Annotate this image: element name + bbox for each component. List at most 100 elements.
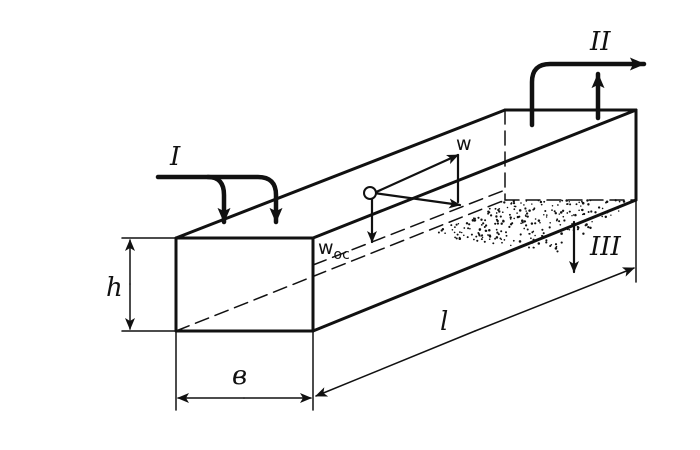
- outlet-flow-arrow-main: [529, 57, 647, 128]
- sediment-dot: [485, 229, 488, 232]
- sediment-dot: [563, 219, 566, 222]
- sediment-dot: [467, 227, 470, 230]
- sediment-dot: [553, 210, 556, 213]
- sediment-dot: [465, 222, 469, 225]
- sediment-dot: [594, 211, 597, 214]
- sediment-dot: [581, 201, 585, 205]
- sediment-dot: [619, 204, 622, 207]
- sediment-dot: [566, 228, 569, 231]
- sediment-dot: [616, 207, 619, 210]
- sediment-dot: [523, 204, 525, 206]
- sediment-dot: [497, 233, 500, 236]
- sediment-dot: [582, 232, 585, 235]
- settled-stream: III: [569, 220, 622, 274]
- sediment-dot: [618, 200, 621, 203]
- sediment-dot: [509, 218, 512, 220]
- sediment-dot: [483, 240, 486, 243]
- sediment-dot: [503, 201, 506, 204]
- sediment-dot: [534, 222, 537, 225]
- sediment-dot: [484, 219, 487, 222]
- sediment-dot: [474, 217, 476, 220]
- sediment-dot: [548, 226, 551, 229]
- sediment-dot: [478, 229, 481, 231]
- sediment-dot: [571, 223, 574, 225]
- sediment-dot: [514, 205, 517, 208]
- sediment-dot: [544, 209, 547, 213]
- sediment-dot: [505, 234, 508, 237]
- sediment-dot: [472, 238, 475, 241]
- sediment-dot: [543, 200, 546, 203]
- sediment-dot: [488, 207, 491, 210]
- sediment-dot: [494, 222, 497, 225]
- sediment-dot: [617, 210, 620, 212]
- sediment-dot: [471, 219, 475, 222]
- sediment-dot: [533, 246, 535, 249]
- sediment-dot: [560, 241, 563, 244]
- sediment-dot: [496, 231, 499, 234]
- sediment-dot: [556, 218, 559, 221]
- sediment-dot: [541, 228, 544, 231]
- sediment-dot: [499, 215, 502, 218]
- sediment-dot: [488, 228, 491, 232]
- sediment-dot: [558, 213, 561, 215]
- sediment-dot: [495, 212, 498, 214]
- velocity-w-label: w: [456, 133, 472, 155]
- sediment-dot: [554, 212, 557, 215]
- sediment-dot: [513, 208, 516, 211]
- sediment-dot: [545, 216, 548, 218]
- sediment-dot: [501, 241, 503, 244]
- sediment-dot: [487, 212, 490, 215]
- sediment-dot: [568, 201, 571, 203]
- sediment-dot: [470, 233, 473, 236]
- sediment-dot: [516, 215, 520, 219]
- length-arrow-left: [315, 330, 476, 397]
- sediment-dot: [453, 226, 456, 229]
- sediment-dot: [450, 224, 453, 227]
- sediment-dot: [530, 237, 532, 240]
- sediment-dot: [537, 219, 541, 222]
- sediment-dot: [592, 216, 594, 218]
- sediment-dot: [586, 199, 589, 202]
- sediment-dot: [528, 246, 530, 249]
- sediment-dot: [528, 209, 531, 212]
- outlet-stream-label: II: [589, 27, 611, 57]
- sediment-dot: [569, 203, 572, 206]
- width-label: в: [232, 361, 247, 391]
- settling-velocity-label-base: w: [318, 237, 334, 259]
- settled-stream-label: III: [589, 232, 622, 262]
- sediment-dot: [614, 199, 617, 202]
- sediment-dot: [520, 222, 522, 225]
- sediment-dot: [508, 213, 511, 216]
- sediment-dot: [513, 217, 515, 220]
- sediment-dot: [495, 236, 499, 239]
- velocity-resultant-vector: [372, 191, 462, 209]
- sediment-dot: [437, 231, 440, 234]
- sediment-dot: [500, 222, 503, 225]
- sediment-dot: [603, 211, 607, 214]
- sediment-dot: [466, 236, 469, 239]
- sediment-dot: [606, 211, 609, 214]
- sediment-dot: [459, 231, 461, 234]
- sediment-dot: [481, 236, 484, 239]
- sediment-dot: [503, 239, 506, 241]
- sediment-dot: [566, 212, 569, 214]
- sediment-dot: [463, 227, 466, 229]
- sediment-dot: [510, 216, 512, 218]
- sediment-dot: [541, 234, 544, 237]
- sediment-dot: [526, 228, 529, 231]
- sediment-dot: [537, 199, 540, 202]
- sediment-dot: [589, 226, 592, 230]
- length-dimension: l: [315, 199, 637, 397]
- sediment-dot: [526, 215, 529, 218]
- sediment-dot: [463, 234, 465, 237]
- sediment-dot: [530, 222, 534, 225]
- sediment-dot: [483, 225, 486, 229]
- sediment-dot: [589, 199, 592, 202]
- sediment-dot: [496, 219, 499, 223]
- sediment-dot: [542, 232, 545, 235]
- sediment-dot: [561, 209, 565, 212]
- sediment-dot: [529, 233, 531, 235]
- sediment-dot: [562, 215, 565, 218]
- sediment-dot: [531, 203, 533, 205]
